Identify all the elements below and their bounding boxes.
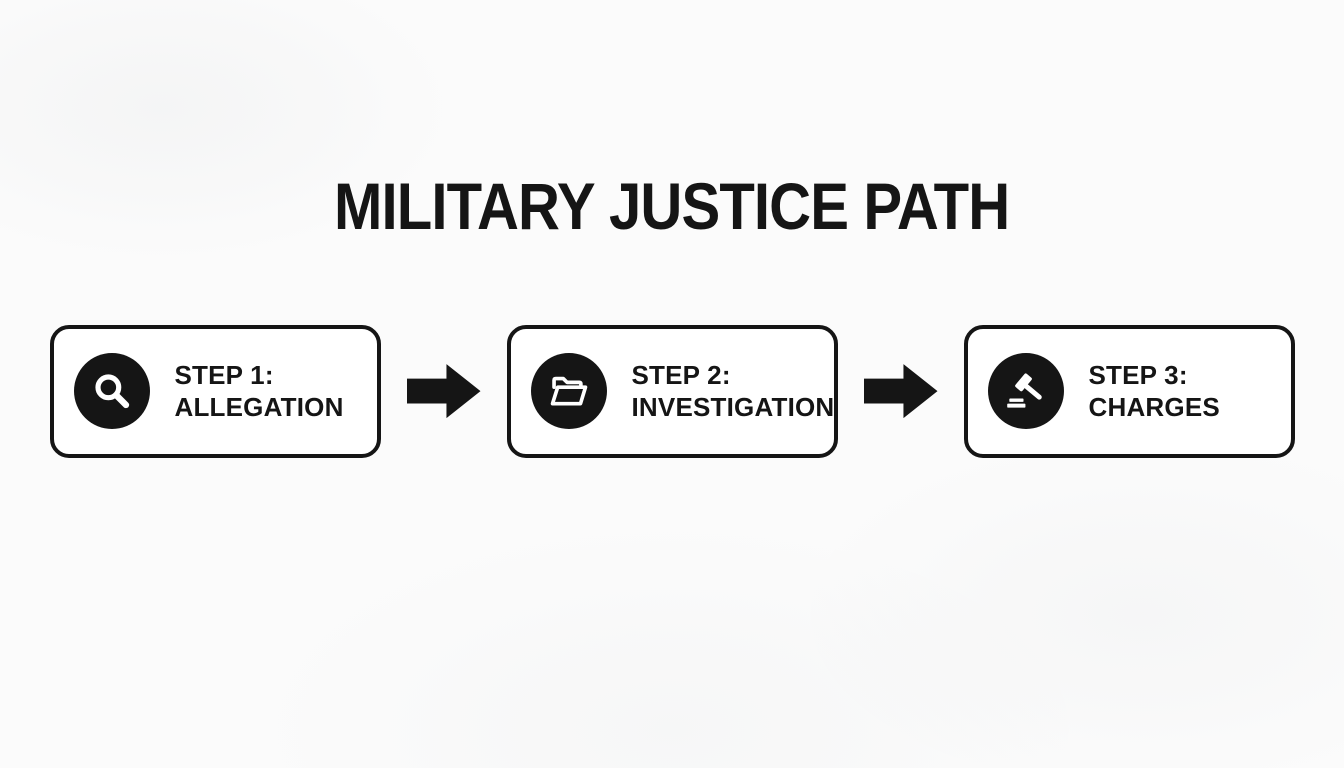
step-box-charges: STEP 3: CHARGES: [963, 324, 1295, 458]
process-flow: STEP 1: ALLEGATION STEP 2: INVESTIGATION: [0, 324, 1344, 458]
arrow-right-icon: [406, 364, 481, 419]
step-box-allegation: STEP 1: ALLEGATION: [49, 324, 381, 458]
title-area: MILITARY JUSTICE PATH: [0, 0, 1344, 243]
military-justice-path-diagram: MILITARY JUSTICE PATH STEP 1: ALLEGATION: [0, 0, 1344, 458]
step-number-label: STEP 2:: [631, 360, 731, 391]
step-label: STEP 1: ALLEGATION: [175, 359, 344, 423]
gavel-icon: [987, 353, 1064, 430]
step-name-label: INVESTIGATION: [631, 392, 835, 423]
arrow-right-icon: [863, 364, 938, 419]
magnifying-glass-icon: [73, 353, 150, 430]
step-name-label: CHARGES: [1088, 392, 1220, 423]
step-number-label: STEP 3:: [1088, 360, 1188, 391]
step-box-investigation: STEP 2: INVESTIGATION: [506, 324, 838, 458]
step-label: STEP 2: INVESTIGATION: [632, 359, 835, 423]
step-label: STEP 3: CHARGES: [1089, 359, 1220, 423]
folder-icon: [530, 353, 607, 430]
page-title: MILITARY JUSTICE PATH: [334, 169, 1010, 243]
step-name-label: ALLEGATION: [174, 392, 344, 423]
step-number-label: STEP 1:: [174, 360, 274, 391]
